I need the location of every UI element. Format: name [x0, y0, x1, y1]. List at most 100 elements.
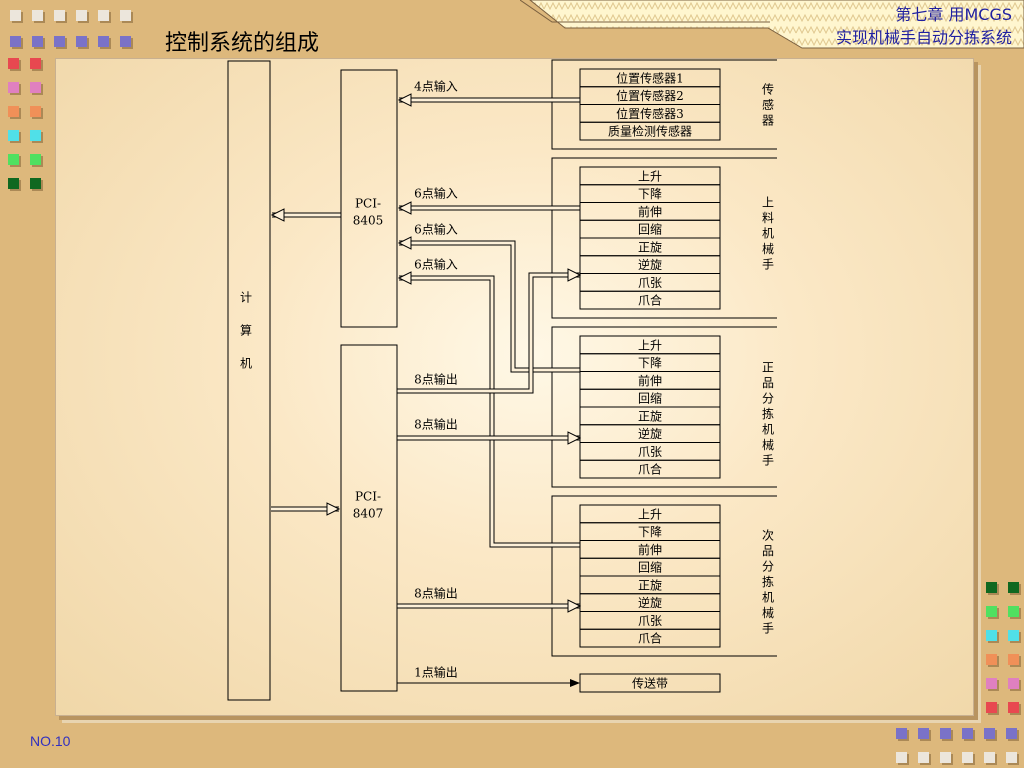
bad-sorter-group-title: 手 [762, 622, 774, 636]
conveyor-box [579, 673, 721, 693]
signal-label: 8点输出 [414, 417, 458, 432]
bad-sorter-input-wire-arrow [397, 271, 412, 285]
bad-sorter-group-bracket [551, 495, 777, 657]
decor-square [962, 752, 973, 763]
loader-item-label: 前伸 [638, 204, 662, 219]
sensor-item-label: 位置传感器3 [616, 106, 684, 121]
decor-square [98, 10, 109, 21]
good-sorter-item-label: 逆旋 [638, 426, 662, 441]
pci-8405-label-top: PCI- [355, 197, 381, 211]
decor-square [8, 130, 19, 141]
sensor-group-bracket [551, 59, 777, 150]
decor-square [984, 728, 995, 739]
decor-square [1008, 582, 1019, 593]
control-system-diagram: 计算机PCI-8405PCI-8407位置传感器1位置传感器2位置传感器3质量检… [227, 59, 777, 701]
bad-sorter-input-wire-core [399, 276, 580, 547]
bad-sorter-item-label: 上升 [638, 507, 662, 521]
loader-item-label: 正旋 [638, 240, 662, 254]
decor-square [54, 36, 65, 47]
corner-ribbon [520, 0, 1024, 49]
loader-item-box [579, 290, 721, 310]
decor-square [30, 178, 41, 189]
loader-group-title: 机 [762, 227, 774, 241]
signal-label: 6点输入 [414, 186, 458, 201]
good-sorter-item-label: 上升 [638, 338, 662, 352]
good-sorter-group-title: 品 [762, 376, 774, 390]
loader-item-label: 爪合 [638, 293, 662, 308]
good-sorter-input-wire-core [399, 241, 580, 372]
loader-output-wire-core [397, 273, 580, 393]
page-number: NO.10 [30, 733, 71, 749]
decor-square [918, 728, 929, 739]
decor-square [54, 10, 65, 21]
loader-item-label: 爪张 [638, 276, 662, 290]
computer-label-char: 算 [240, 323, 252, 338]
decor-square [10, 36, 21, 47]
signal-label: 6点输入 [414, 257, 458, 272]
bad-sorter-item-label: 爪张 [638, 614, 662, 628]
decor-square [986, 630, 997, 641]
decor-square [896, 752, 907, 763]
good-sorter-group-title: 正 [762, 361, 774, 375]
loader-item-label: 回缩 [638, 222, 662, 237]
bad-sorter-item-label: 回缩 [638, 560, 662, 575]
bad-sorter-item-box [579, 628, 721, 648]
pci-8407-label-bottom: 8407 [353, 507, 384, 521]
computer-label-char: 机 [240, 357, 252, 371]
loader-group-bracket [551, 157, 777, 319]
bad-sorter-group-title: 次 [762, 529, 774, 543]
sensor-item-label: 质量检测传感器 [608, 124, 692, 139]
decor-square [1008, 606, 1019, 617]
decor-square [30, 154, 41, 165]
good-sorter-item-label: 正旋 [638, 409, 662, 423]
computer-input-arrow-arrow [270, 208, 285, 222]
chapter-line-1: 第七章 用MCGS [895, 5, 1012, 24]
good-sorter-item-label: 下降 [638, 356, 662, 370]
bad-sorter-group-title: 分 [762, 560, 774, 574]
decor-square [120, 36, 131, 47]
loader-group-title: 手 [762, 258, 774, 272]
sensor-group-title: 器 [762, 114, 774, 128]
decor-square [986, 606, 997, 617]
sensor-item-label: 位置传感器2 [616, 88, 684, 103]
bad-sorter-group-title: 拣 [762, 574, 774, 589]
slide-title: 控制系统的组成 [165, 31, 320, 56]
good-sorter-group-title: 械 [762, 437, 774, 452]
bad-sorter-item-label: 前伸 [638, 542, 662, 557]
decor-square [98, 36, 109, 47]
pci-8405-box [340, 69, 398, 328]
sensor-group-title: 传 [762, 82, 774, 97]
good-sorter-input-wire-arrow [397, 236, 412, 250]
pci-8407-box [340, 344, 398, 692]
computer-box [227, 60, 271, 701]
signal-label: 1点输出 [414, 665, 458, 680]
computer-label-char: 计 [240, 291, 252, 305]
bad-sorter-output-wire-arrow [567, 599, 582, 613]
signal-wires [270, 59, 777, 687]
decor-square [30, 82, 41, 93]
decor-square [8, 178, 19, 189]
good-sorter-group-title: 分 [762, 392, 774, 406]
bad-sorter-item-label: 逆旋 [638, 595, 662, 610]
decor-square [76, 10, 87, 21]
decor-square [986, 702, 997, 713]
loader-item-label: 逆旋 [638, 257, 662, 272]
good-sorter-item-label: 前伸 [638, 373, 662, 388]
bad-sorter-group-title: 品 [762, 544, 774, 558]
decor-square [32, 10, 43, 21]
chapter-line-2: 实现机械手自动分拣系统 [835, 28, 1012, 47]
sensor-group-title: 感 [762, 97, 774, 112]
bad-sorter-group-title: 机 [762, 591, 774, 605]
pci-8407-label-top: PCI- [355, 490, 381, 504]
decor-square [986, 654, 997, 665]
decor-square [940, 752, 951, 763]
loader-group-title: 料 [762, 211, 774, 225]
good-sorter-item-label: 回缩 [638, 391, 662, 406]
good-sorter-group-bracket [551, 326, 777, 488]
good-sorter-group-title: 拣 [762, 406, 774, 421]
decor-square [986, 678, 997, 689]
decor-square [30, 106, 41, 117]
sensor-item-label: 位置传感器1 [616, 70, 684, 85]
decor-square [984, 752, 995, 763]
